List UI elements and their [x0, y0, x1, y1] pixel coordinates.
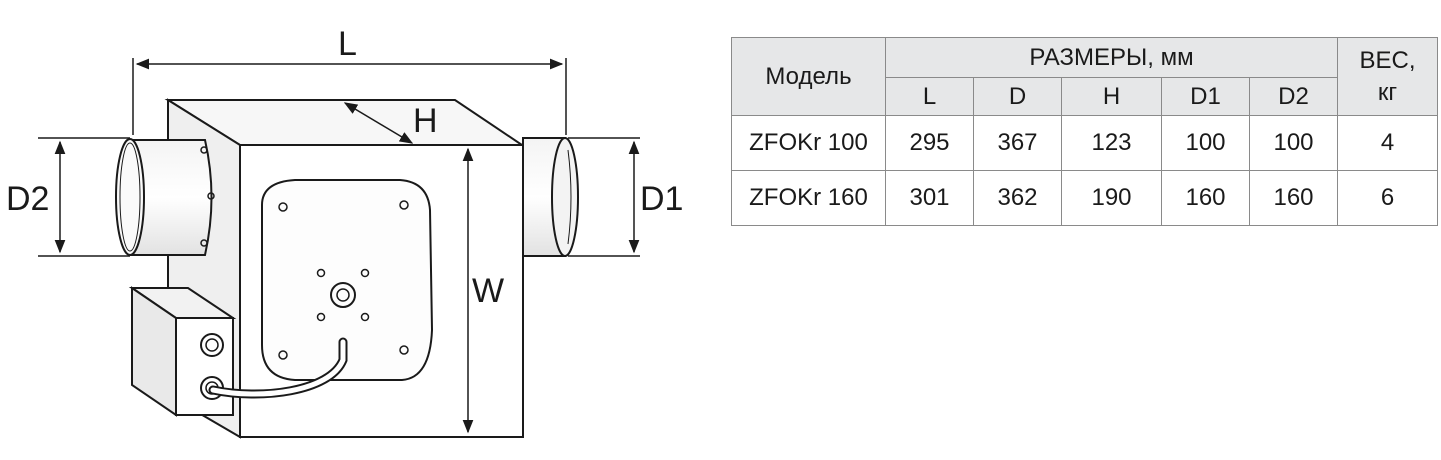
value-cell: 301 — [885, 170, 974, 226]
label-W: W — [472, 272, 504, 310]
value-cell: 160 — [1249, 170, 1338, 226]
weight-column-header: ВЕС, кг — [1337, 37, 1438, 116]
label-H: H — [413, 102, 438, 140]
weight-header-line2: кг — [1377, 78, 1398, 106]
dimension-W: W — [462, 147, 504, 434]
value-cell: 190 — [1061, 170, 1162, 226]
fan-dimension-drawing: L H D2 D1 W — [6, 25, 683, 439]
column-header-D2: D2 — [1249, 77, 1338, 116]
outlet-duct — [522, 137, 579, 257]
value-cell: 100 — [1161, 115, 1250, 171]
dimension-D2: D2 — [6, 137, 130, 257]
column-header-D1: D1 — [1161, 77, 1250, 116]
table-row: ZFOKr 100 295 367 123 100 100 4 — [731, 115, 1438, 171]
column-header-L: L — [885, 77, 974, 116]
label-L: L — [338, 25, 357, 63]
column-header-H: H — [1061, 77, 1162, 116]
specification-table: Модель РАЗМЕРЫ, мм ВЕС, кг L D H D1 D2 Z… — [731, 37, 1438, 226]
dimensions-group-header: РАЗМЕРЫ, мм — [885, 37, 1338, 78]
weight-cell: 6 — [1337, 170, 1438, 226]
label-D1: D1 — [640, 180, 683, 218]
terminal-box — [128, 286, 237, 417]
value-cell: 367 — [973, 115, 1062, 171]
label-D2: D2 — [6, 180, 49, 218]
inlet-duct — [115, 138, 215, 256]
dimension-H: H — [343, 102, 438, 144]
value-cell: 160 — [1161, 170, 1250, 226]
model-name-cell: ZFOKr 160 — [731, 170, 886, 226]
model-name-cell: ZFOKr 100 — [731, 115, 886, 171]
table-row: ZFOKr 160 301 362 190 160 160 6 — [731, 170, 1438, 226]
inspection-panel — [261, 179, 434, 381]
dimension-L: L — [132, 25, 567, 135]
column-header-D: D — [973, 77, 1062, 116]
weight-cell: 4 — [1337, 115, 1438, 171]
value-cell: 123 — [1061, 115, 1162, 171]
value-cell: 362 — [973, 170, 1062, 226]
value-cell: 295 — [885, 115, 974, 171]
dimension-D1: D1 — [568, 137, 683, 257]
value-cell: 100 — [1249, 115, 1338, 171]
model-column-header: Модель — [731, 37, 886, 116]
weight-header-line1: ВЕС, — [1359, 46, 1416, 74]
specification-table-container: Модель РАЗМЕРЫ, мм ВЕС, кг L D H D1 D2 Z… — [731, 37, 1438, 226]
